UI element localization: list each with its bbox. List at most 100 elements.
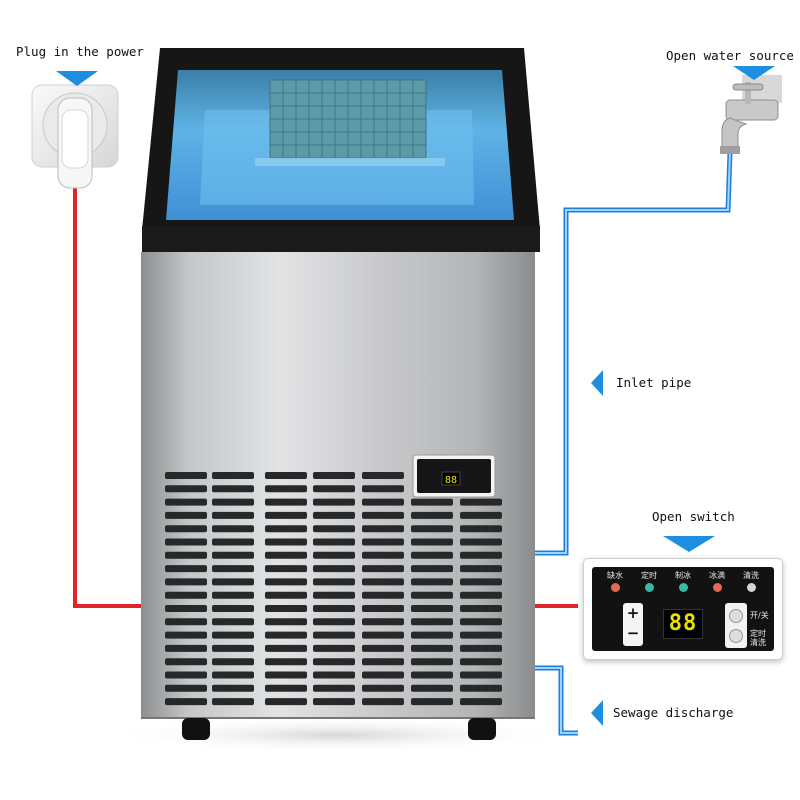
vent-slot — [460, 538, 502, 546]
vent-slot — [411, 631, 453, 639]
vent-slot — [313, 698, 355, 706]
vent-slot — [362, 498, 404, 506]
vent-slot — [165, 578, 207, 586]
vent-slot — [212, 565, 254, 573]
vent-slot — [165, 591, 207, 599]
vent-slot — [460, 644, 502, 652]
vent-slot — [411, 698, 453, 706]
vent-slot — [411, 658, 453, 666]
vent-slot — [362, 605, 404, 612]
vent-slot — [313, 631, 355, 639]
vent-slot — [362, 511, 404, 519]
vent-slot — [411, 671, 453, 679]
vent-slot — [265, 525, 307, 533]
vent-slot — [313, 551, 355, 559]
vent-slot — [460, 498, 502, 506]
vent-slot — [265, 498, 307, 506]
vent-slot — [362, 684, 404, 692]
vent-slot — [212, 698, 254, 706]
vent-slot — [165, 684, 207, 692]
vent-slot — [362, 565, 404, 573]
vent-slot — [411, 684, 453, 692]
vent-slot — [362, 658, 404, 666]
digital-display: 88 — [663, 609, 703, 639]
vent-slot — [212, 538, 254, 546]
vent-slot — [212, 618, 254, 626]
vent-slot — [265, 618, 307, 626]
vent-slot — [460, 618, 502, 626]
vent-slot — [265, 591, 307, 599]
plus-minus-buttons[interactable]: + − — [623, 603, 643, 646]
vent-slot — [411, 565, 453, 573]
vent-slot — [411, 591, 453, 599]
vent-slot — [165, 498, 207, 506]
vent-slot — [411, 538, 453, 546]
vent-slot — [165, 605, 207, 612]
indicator-timer: 定时 — [634, 571, 664, 592]
vent-slot — [212, 511, 254, 519]
vent-slot — [212, 684, 254, 692]
front-control-panel: 88 — [412, 454, 496, 498]
sewage-pipe-line — [535, 665, 578, 736]
vent-slot — [411, 551, 453, 559]
vent-slot — [265, 658, 307, 666]
vent-slot — [212, 671, 254, 679]
vent-slot — [460, 671, 502, 679]
vent-slot — [362, 578, 404, 586]
timer-clean-label-1: 定时 — [750, 629, 766, 638]
vent-slot — [165, 551, 207, 559]
vent-slot — [265, 472, 307, 479]
power-cable — [73, 178, 578, 608]
arrow-plug-icon — [56, 71, 98, 86]
vent-slot — [313, 485, 355, 493]
vent-slot — [313, 578, 355, 586]
vent-slot — [313, 684, 355, 692]
vent-slot — [212, 551, 254, 559]
vent-slot — [460, 591, 502, 599]
vent-slot — [165, 485, 207, 493]
vent-slot — [265, 631, 307, 639]
vent-slot — [165, 698, 207, 706]
water-source-label: Open water source — [666, 48, 794, 63]
vent-slot — [460, 631, 502, 639]
vent-slot — [411, 578, 453, 586]
vent-slot — [411, 511, 453, 519]
inlet-pipe-label: Inlet pipe — [616, 375, 692, 390]
vent-slot — [362, 698, 404, 706]
vent-slot — [165, 618, 207, 626]
vent-slot — [313, 511, 355, 519]
vent-slot — [313, 498, 355, 506]
svg-text:88: 88 — [445, 475, 457, 486]
vent-slot — [460, 511, 502, 519]
vent-slot — [165, 671, 207, 679]
arrow-water-icon — [733, 66, 775, 80]
vent-slot — [265, 551, 307, 559]
vent-slot — [165, 538, 207, 546]
vent-slot — [313, 644, 355, 652]
vent-slot — [460, 565, 502, 573]
vent-slot — [313, 605, 355, 612]
ice-bin-window — [142, 48, 540, 252]
switch-buttons — [725, 603, 747, 648]
vent-slot — [265, 684, 307, 692]
vent-slot — [165, 658, 207, 666]
vent-slot — [362, 538, 404, 546]
inlet-pipe-line — [535, 151, 733, 556]
vent-slot — [411, 618, 453, 626]
timer-clean-button[interactable] — [729, 629, 743, 643]
vent-slot — [212, 644, 254, 652]
power-socket — [31, 84, 119, 189]
vent-slot — [362, 591, 404, 599]
foot-left — [182, 718, 210, 740]
vent-slot — [460, 525, 502, 533]
vent-slot — [165, 525, 207, 533]
power-switch-button[interactable] — [729, 609, 743, 623]
vent-slot — [411, 644, 453, 652]
vent-slot — [265, 698, 307, 706]
vent-slot — [265, 565, 307, 573]
vent-slot — [313, 472, 355, 479]
plus-button[interactable]: + — [626, 604, 640, 622]
minus-button[interactable]: − — [626, 624, 640, 642]
floor-shadow — [103, 717, 573, 753]
